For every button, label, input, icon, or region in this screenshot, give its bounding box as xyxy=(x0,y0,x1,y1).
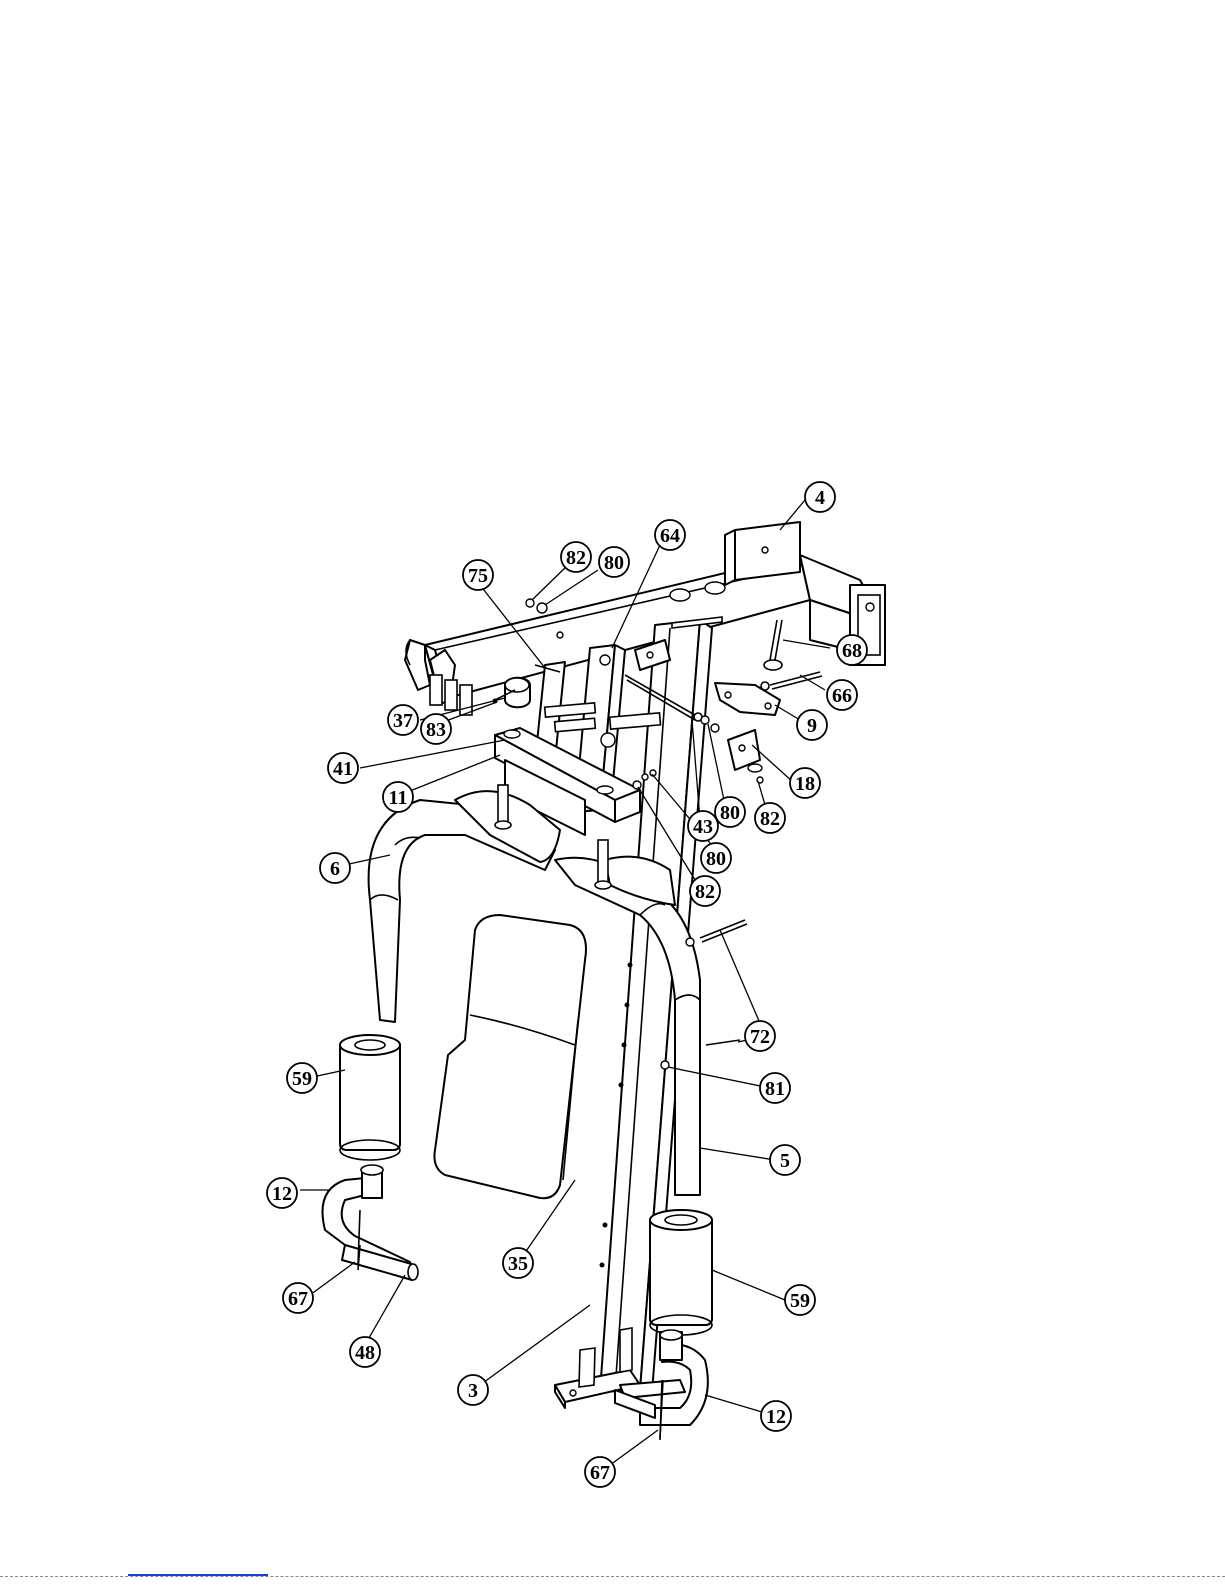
svg-text:35: 35 xyxy=(508,1253,528,1275)
callout-12-b: 12 xyxy=(761,1401,791,1431)
svg-text:48: 48 xyxy=(355,1342,375,1364)
callout-82-c: 82 xyxy=(690,876,720,906)
footer-link-underline[interactable] xyxy=(128,1574,268,1576)
svg-text:66: 66 xyxy=(832,685,852,707)
svg-text:81: 81 xyxy=(765,1078,785,1100)
callout-80-c: 80 xyxy=(701,843,731,873)
callout-37: 37 xyxy=(388,705,418,735)
page-bottom-rule xyxy=(0,1576,1225,1577)
u-bracket-left xyxy=(323,1165,419,1280)
svg-text:80: 80 xyxy=(706,848,726,870)
roller-pad-right xyxy=(650,1210,712,1335)
callout-9: 9 xyxy=(797,710,827,740)
callout-81: 81 xyxy=(760,1073,790,1103)
svg-text:83: 83 xyxy=(426,719,446,741)
callout-59-b: 59 xyxy=(785,1285,815,1315)
callout-11: 11 xyxy=(383,782,413,812)
callout-67-b: 67 xyxy=(585,1457,615,1487)
callout-80: 80 xyxy=(599,547,629,577)
svg-text:5: 5 xyxy=(780,1150,790,1172)
back-pad xyxy=(434,915,586,1198)
svg-text:9: 9 xyxy=(807,715,817,737)
svg-text:11: 11 xyxy=(389,787,408,809)
svg-text:75: 75 xyxy=(468,565,488,587)
svg-text:67: 67 xyxy=(590,1462,610,1484)
callout-12-a: 12 xyxy=(267,1178,297,1208)
svg-text:80: 80 xyxy=(720,802,740,824)
callout-35: 35 xyxy=(503,1248,533,1278)
svg-text:67: 67 xyxy=(288,1288,308,1310)
callout-82-b: 82 xyxy=(755,803,785,833)
callout-43: 43 xyxy=(688,811,718,841)
callout-6: 6 xyxy=(320,853,350,883)
callout-4: 4 xyxy=(805,482,835,512)
svg-text:4: 4 xyxy=(815,487,825,509)
roller-pad-left xyxy=(340,1035,400,1160)
svg-text:68: 68 xyxy=(842,640,862,662)
callout-18: 18 xyxy=(790,768,820,798)
svg-text:6: 6 xyxy=(330,858,340,880)
callout-82: 82 xyxy=(561,542,591,572)
svg-text:59: 59 xyxy=(790,1290,810,1312)
callout-5: 5 xyxy=(770,1145,800,1175)
callout-83: 83 xyxy=(421,714,451,744)
callout-3: 3 xyxy=(458,1375,488,1405)
svg-text:80: 80 xyxy=(604,552,624,574)
callout-64: 64 xyxy=(655,520,685,550)
svg-text:82: 82 xyxy=(695,881,715,903)
callout-59-a: 59 xyxy=(287,1063,317,1093)
svg-text:3: 3 xyxy=(468,1380,478,1402)
svg-text:37: 37 xyxy=(393,710,413,732)
svg-text:43: 43 xyxy=(693,816,713,838)
svg-text:72: 72 xyxy=(750,1026,770,1048)
svg-text:41: 41 xyxy=(333,758,353,780)
callout-48: 48 xyxy=(350,1337,380,1367)
callout-67-a: 67 xyxy=(283,1283,313,1313)
callout-68: 68 xyxy=(837,635,867,665)
svg-text:59: 59 xyxy=(292,1068,312,1090)
callout-75: 75 xyxy=(463,560,493,590)
svg-text:64: 64 xyxy=(660,525,680,547)
callout-41: 41 xyxy=(328,753,358,783)
callout-72: 72 xyxy=(745,1021,775,1051)
svg-text:82: 82 xyxy=(566,547,586,569)
svg-text:12: 12 xyxy=(272,1183,292,1205)
svg-text:12: 12 xyxy=(766,1406,786,1428)
svg-text:82: 82 xyxy=(760,808,780,830)
callout-80-b: 80 xyxy=(715,797,745,827)
callout-66: 66 xyxy=(827,680,857,710)
svg-text:18: 18 xyxy=(795,773,815,795)
